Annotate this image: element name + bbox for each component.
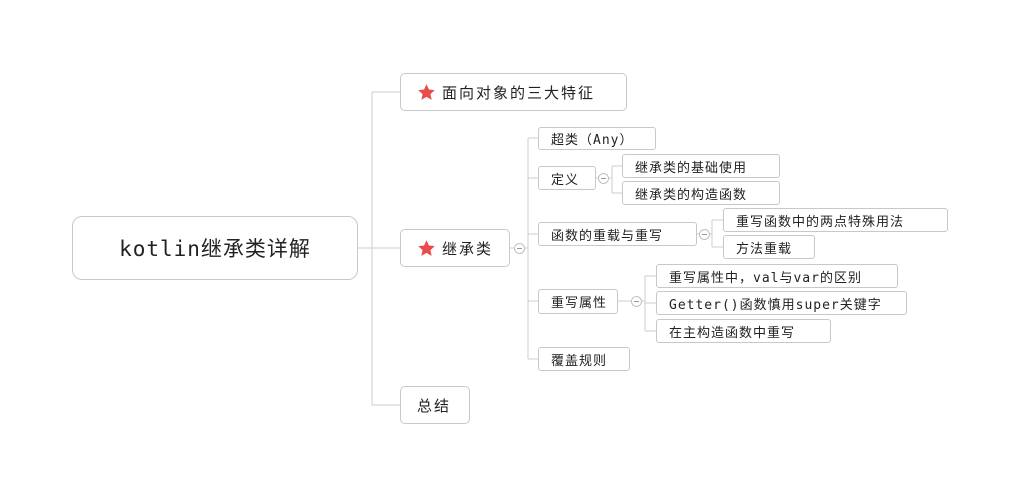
topic-getter-super[interactable]: Getter()函数慎用super关键字	[656, 291, 907, 315]
topic-override-special-usages-label: 重写函数中的两点特殊用法	[736, 214, 905, 230]
topic-summary-label: 总结	[417, 396, 452, 415]
topic-override-rules-label: 覆盖规则	[551, 353, 608, 369]
collapse-toggle-definition[interactable]	[598, 173, 609, 184]
star-icon	[418, 83, 435, 100]
topic-override-property[interactable]: 重写属性	[538, 289, 618, 314]
topic-inheritance-label: 继承类	[442, 239, 494, 258]
topic-inheritance-basic-usage-label: 继承类的基础使用	[635, 160, 748, 176]
topic-val-var-difference[interactable]: 重写属性中，val与var的区别	[656, 264, 898, 288]
root-topic-label: kotlin继承类详解	[119, 237, 311, 261]
root-topic[interactable]: kotlin继承类详解	[72, 216, 358, 280]
topic-override-property-label: 重写属性	[551, 296, 608, 311]
topic-override-rules[interactable]: 覆盖规则	[538, 347, 630, 371]
collapse-toggle-overload[interactable]	[699, 229, 710, 240]
star-icon	[418, 239, 435, 256]
connector-root	[358, 91, 400, 406]
topic-val-var-difference-label: 重写属性中，val与var的区别	[669, 270, 862, 286]
topic-superclass-any[interactable]: 超类（Any）	[538, 127, 656, 150]
topic-method-overload[interactable]: 方法重载	[723, 235, 815, 259]
topic-definition[interactable]: 定义	[538, 166, 596, 190]
topic-superclass-any-label: 超类（Any）	[551, 133, 634, 148]
collapse-toggle-inheritance[interactable]	[514, 243, 525, 254]
topic-inheritance-constructor[interactable]: 继承类的构造函数	[622, 181, 780, 205]
topic-getter-super-label: Getter()函数慎用super关键字	[669, 297, 882, 313]
topic-primary-constructor-override[interactable]: 在主构造函数中重写	[656, 319, 831, 343]
topic-overload-override[interactable]: 函数的重载与重写	[538, 222, 697, 246]
topic-override-special-usages[interactable]: 重写函数中的两点特殊用法	[723, 208, 948, 232]
topic-primary-constructor-override-label: 在主构造函数中重写	[669, 325, 796, 341]
topic-oop-features-label: 面向对象的三大特征	[442, 83, 596, 102]
topic-definition-label: 定义	[551, 172, 580, 188]
topic-overload-override-label: 函数的重载与重写	[551, 228, 664, 244]
topic-summary[interactable]: 总结	[400, 386, 470, 424]
topic-inheritance-constructor-label: 继承类的构造函数	[635, 187, 748, 203]
collapse-toggle-property[interactable]	[631, 296, 642, 307]
topic-oop-features[interactable]: 面向对象的三大特征	[400, 73, 627, 111]
topic-method-overload-label: 方法重载	[736, 241, 793, 257]
topic-inheritance[interactable]: 继承类	[400, 229, 510, 267]
topic-inheritance-basic-usage[interactable]: 继承类的基础使用	[622, 154, 780, 178]
